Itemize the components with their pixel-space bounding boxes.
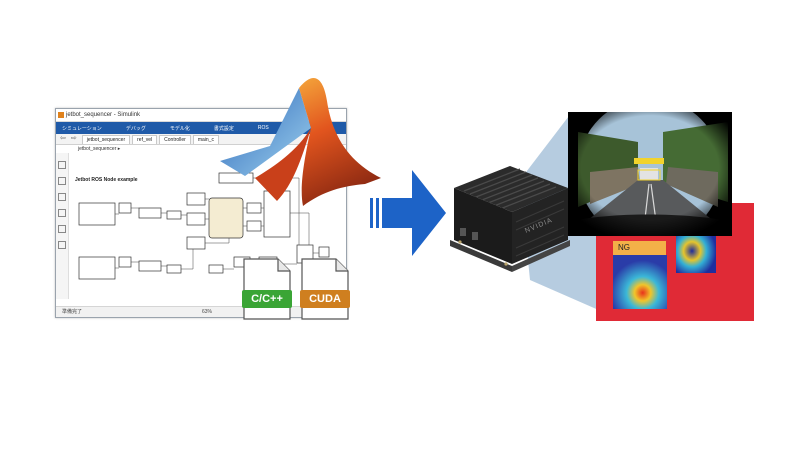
block: [78, 256, 116, 280]
model-title: Jetbot ROS Node example: [75, 177, 138, 183]
heatmap-sample: [676, 229, 716, 273]
block: [318, 246, 330, 258]
block: [138, 207, 162, 219]
simulink-title-bar: jetbot_sequencer - Simulink: [56, 109, 346, 122]
block: [166, 210, 182, 220]
cuda-label: CUDA: [300, 290, 350, 308]
menu-debug[interactable]: デバッグ: [125, 125, 146, 132]
block: [118, 202, 132, 214]
zoom-level: 63%: [202, 309, 213, 315]
menu-ros[interactable]: ROS: [257, 125, 269, 131]
menu-format[interactable]: 書式設定: [213, 125, 234, 132]
model-canvas[interactable]: Jetbot ROS Node example: [69, 153, 345, 299]
tab-main[interactable]: main_c: [192, 135, 219, 144]
block: [186, 192, 206, 206]
block: [186, 236, 206, 250]
tab-jetbot-sequencer[interactable]: jetbot_sequencer: [81, 135, 131, 144]
status-text: 準備完了: [62, 309, 83, 315]
simulink-window: jetbot_sequencer - Simulink シミュレーション デバッ…: [55, 108, 347, 318]
image-tool-icon[interactable]: [58, 225, 66, 233]
tab-controller[interactable]: Controller: [159, 135, 191, 144]
stateflow-chart: [208, 197, 244, 239]
zoom-icon[interactable]: [58, 161, 66, 169]
menu-simulation[interactable]: シミュレーション: [62, 125, 102, 132]
arrow-tool-icon[interactable]: [58, 193, 66, 201]
block-palette: [56, 153, 69, 299]
heatmap-ng: [613, 255, 667, 309]
back-arrow-icon[interactable]: ⇦: [60, 135, 66, 142]
right-arrow-icon: [370, 170, 446, 256]
block: [118, 256, 132, 268]
cuda-file-icon: CUDA: [300, 258, 350, 320]
forward-arrow-icon[interactable]: ⇨: [70, 135, 77, 142]
tab-ref-vel[interactable]: ref_vel: [132, 135, 158, 144]
block: [166, 264, 182, 274]
annotation-icon[interactable]: [58, 209, 66, 217]
area-tool-icon[interactable]: [58, 241, 66, 249]
cpp-label: C/C++: [242, 290, 292, 308]
simulink-app-icon: [58, 112, 64, 118]
simulink-menubar: シミュレーション デバッグ モデル化 書式設定 ROS: [56, 122, 346, 134]
ng-label: NG: [613, 241, 666, 255]
camera-view: [568, 112, 732, 236]
status-bar: 準備完了 63%: [56, 306, 346, 317]
menu-modeling[interactable]: モデル化: [169, 125, 190, 132]
cpp-file-icon: C/C++: [242, 258, 292, 320]
block: [208, 264, 224, 274]
jetson-module: NVIDIA: [450, 166, 570, 272]
block: [138, 260, 162, 272]
fit-view-icon[interactable]: [58, 177, 66, 185]
simulink-tab-bar: ⇦ ⇨ jetbot_sequencer ref_vel Controller …: [56, 134, 346, 145]
block: [78, 202, 116, 226]
block: [186, 212, 206, 226]
matlab-peaks-logo: [220, 78, 381, 206]
window-title: jetbot_sequencer - Simulink: [66, 112, 141, 118]
